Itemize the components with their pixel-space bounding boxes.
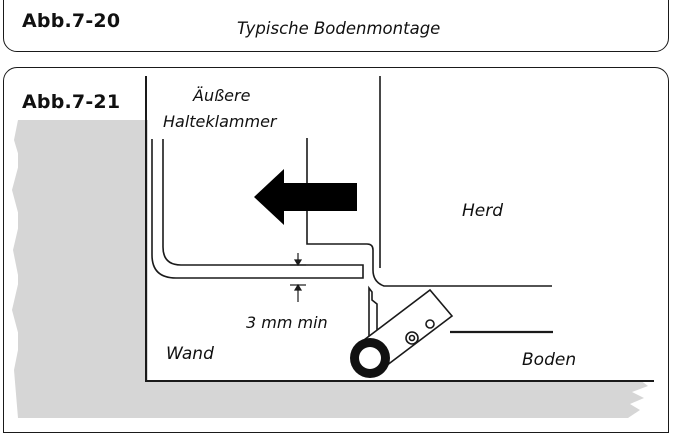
left-arrow-icon — [254, 169, 357, 225]
label-wall: Wand — [166, 344, 214, 364]
wall-floor-outline — [145, 76, 654, 382]
roller-wheel — [350, 338, 390, 378]
label-stove: Herd — [462, 201, 503, 221]
outer-retaining-clip — [151, 139, 364, 279]
label-gap: 3 mm min — [246, 313, 328, 332]
figure-label-7-21: Abb.7-21 — [22, 91, 121, 113]
stove-body — [306, 232, 552, 287]
installation-diagram: Äußere Halteklammer Herd 3 mm min Wand B… — [12, 76, 654, 418]
label-clip-line2: Halteklammer — [163, 112, 278, 131]
label-floor: Boden — [522, 350, 576, 370]
gap-indicator — [290, 253, 306, 302]
figure-label-7-20: Abb.7-20 — [22, 10, 121, 32]
wall-shadow — [12, 120, 648, 418]
figure-panel-7-20 — [3, 0, 669, 52]
label-clip-line1: Äußere — [192, 86, 251, 105]
figure-label-background — [14, 80, 142, 120]
figure-caption-7-20: Typische Bodenmontage — [237, 19, 441, 38]
